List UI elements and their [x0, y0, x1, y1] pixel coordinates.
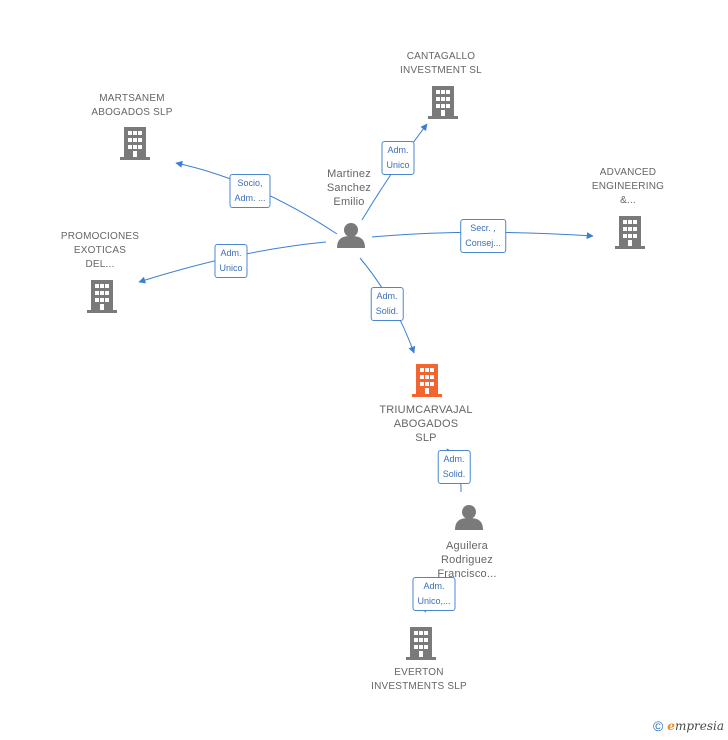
node-everton-label[interactable]: EVERTON INVESTMENTS SLP	[371, 667, 467, 692]
building-icon	[428, 86, 458, 119]
building-icon	[406, 627, 436, 660]
node-martsanem-label[interactable]: MARTSANEM ABOGADOS SLP	[91, 93, 173, 118]
footer-brand[interactable]: © empresia	[653, 718, 724, 734]
edge-label-everton[interactable]: Adm. Unico,...	[412, 577, 456, 611]
edge-label-aguilera-triumcarvajal[interactable]: Adm. Solid.	[437, 450, 471, 484]
node-aguilera-label[interactable]: Aguilera Rodriguez Francisco...	[437, 540, 497, 580]
copyright-icon: ©	[652, 718, 664, 734]
building-icon	[412, 364, 442, 397]
edge-label-martsanem[interactable]: Socio, Adm. ...	[229, 174, 271, 208]
edge-label-cantagallo[interactable]: Adm. Unico	[381, 141, 415, 175]
person-icon	[337, 223, 365, 248]
node-triumcarvajal-label[interactable]: TRIUMCARVAJAL ABOGADOS SLP	[379, 404, 473, 444]
building-icon	[615, 216, 645, 249]
person-icon	[455, 505, 483, 530]
edge-label-triumcarvajal[interactable]: Adm. Solid.	[370, 287, 404, 321]
edge-label-promociones[interactable]: Adm. Unico	[214, 244, 248, 278]
node-martinez-label[interactable]: Martinez Sanchez Emilio	[326, 168, 372, 208]
node-cantagallo-label[interactable]: CANTAGALLO INVESTMENT SL	[400, 51, 482, 76]
node-promociones-label[interactable]: PROMOCIONES EXOTICAS DEL...	[60, 231, 140, 270]
building-icon	[87, 280, 117, 313]
brand-logo: empresia	[667, 719, 724, 733]
edge-label-advanced[interactable]: Secr. , Consej...	[460, 219, 506, 253]
building-icon	[120, 127, 150, 160]
node-advanced-label[interactable]: ADVANCED ENGINEERING &...	[591, 167, 665, 206]
